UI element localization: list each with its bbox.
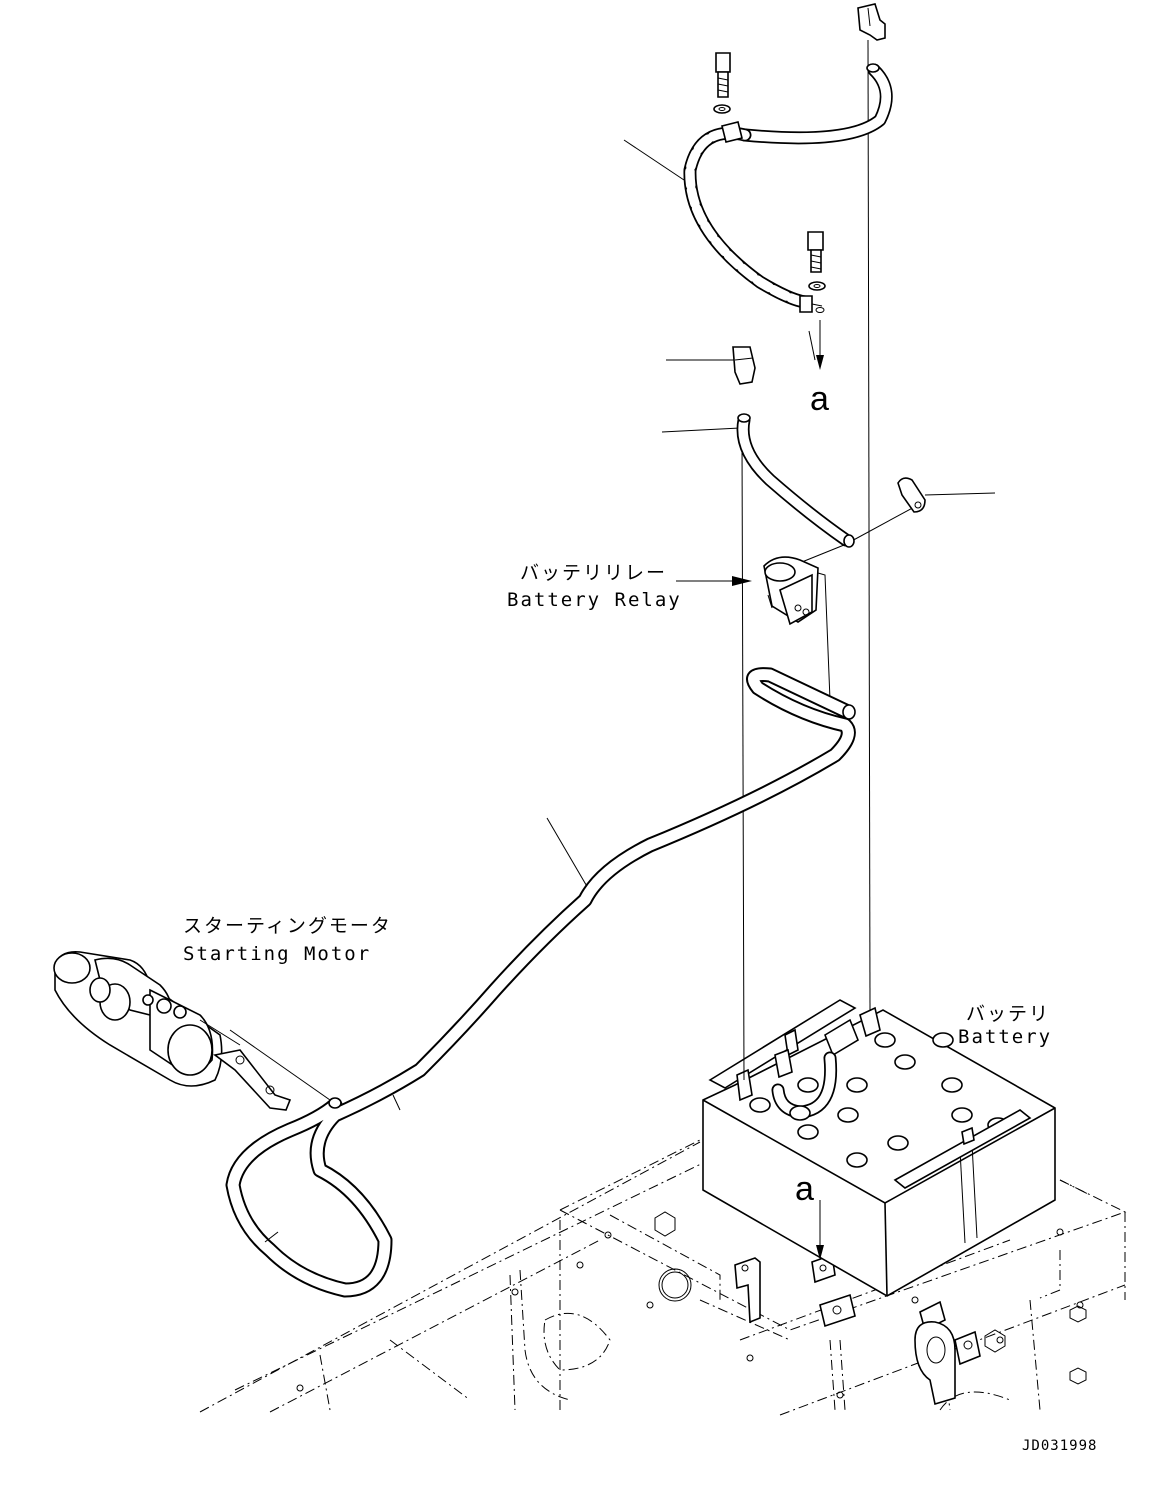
cable-lug-icon (897, 477, 926, 513)
reference-a-bottom: a (795, 1170, 814, 1208)
bolt-icon (807, 231, 824, 273)
washer-icon (713, 104, 731, 114)
starting-motor-label-jp: スターティングモータ (183, 915, 392, 937)
arrow-down-icon (816, 1200, 824, 1260)
battery-relay-label-jp: バッテリリレー (520, 562, 667, 584)
ground-cable-top (683, 63, 893, 313)
washer-icon (808, 281, 826, 291)
terminal-cap-icon (732, 346, 756, 385)
starter-cable (225, 667, 856, 1298)
bolt-icon (715, 52, 731, 98)
battery-icon (702, 999, 1056, 1297)
battery-relay-icon (763, 556, 819, 626)
starting-motor-icon (53, 950, 292, 1111)
leader-lines (229, 39, 996, 1101)
machine-frame (199, 1139, 1127, 1416)
arrow-down-icon (816, 320, 824, 370)
starting-motor-label-en: Starting Motor (183, 943, 371, 965)
battery-relay-label-en: Battery Relay (507, 589, 682, 611)
arrow-right-icon (676, 576, 752, 586)
battery-bracket-left (734, 1257, 761, 1324)
drawing-code: JD031998 (1022, 1438, 1097, 1454)
terminal-cap-icon (857, 3, 886, 41)
relay-cable (736, 413, 855, 548)
battery-label-en: Battery (958, 1026, 1052, 1048)
reference-a-top: a (810, 380, 829, 418)
battery-label-jp: バッテリ (966, 1003, 1050, 1025)
battery-bracket-right (914, 1300, 981, 1406)
